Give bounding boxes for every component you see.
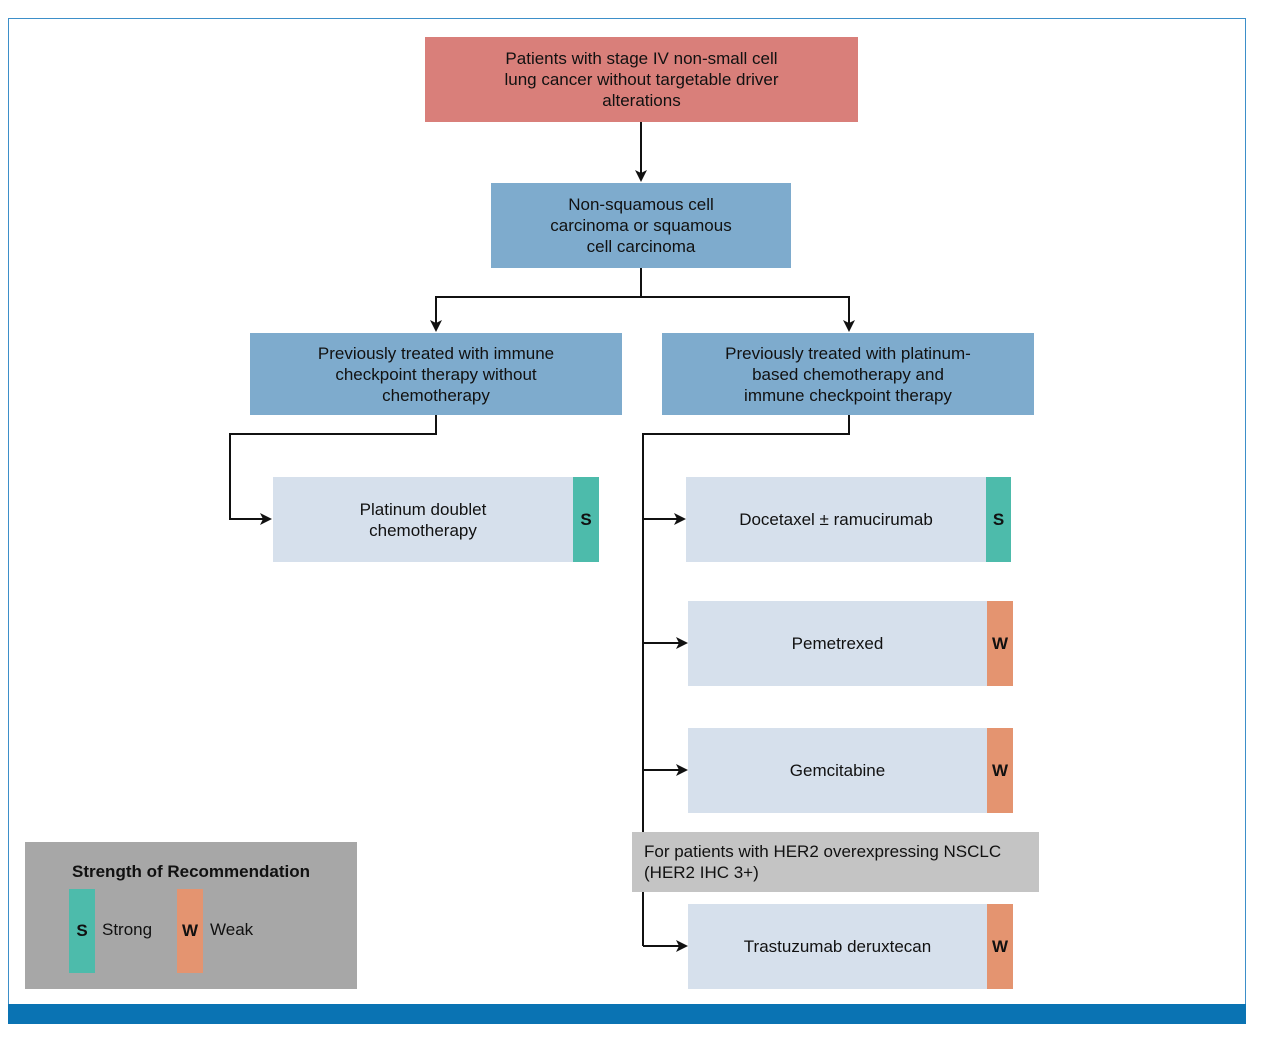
her2-note-label: For patients with HER2 overexpressing NS… xyxy=(644,842,1002,882)
treatment-label: Pemetrexed xyxy=(791,634,884,653)
left-branch-node: Previously treated with immune checkpoin… xyxy=(250,333,622,415)
histology-node-label: Non-squamous cell carcinoma or squamous … xyxy=(550,195,732,256)
treatment-gemcitabine: Gemcitabine xyxy=(688,728,987,813)
arrow-to-platinum-doublet xyxy=(229,415,437,525)
treatment-label: Trastuzumab deruxtecan xyxy=(743,937,932,956)
histology-node: Non-squamous cell carcinoma or squamous … xyxy=(491,183,791,268)
legend-strong-label: Strong xyxy=(102,920,153,939)
root-node-label: Patients with stage IV non-small cell lu… xyxy=(504,49,779,110)
legend-weak-swatch: W xyxy=(177,889,203,973)
right-branch-label: Previously treated with platinum- based … xyxy=(725,343,971,405)
her2-note: For patients with HER2 overexpressing NS… xyxy=(632,832,1039,892)
legend: Strength of Recommendation S Strong W We… xyxy=(25,842,357,989)
legend-strong-swatch: S xyxy=(69,889,95,973)
treatment-platinum-doublet: Platinum doublet chemotherapy xyxy=(273,477,573,562)
treatment-label: Platinum doublet chemotherapy xyxy=(359,499,487,540)
left-branch-label: Previously treated with immune checkpoin… xyxy=(317,343,555,405)
figure-frame xyxy=(8,18,1246,1004)
strength-badge-strong: S xyxy=(573,477,599,562)
strength-badge-weak: W xyxy=(987,904,1013,989)
strength-badge-weak: W xyxy=(987,601,1013,686)
treatment-label: Gemcitabine xyxy=(789,761,886,780)
bottom-accent-bar xyxy=(8,1004,1246,1024)
treatment-trastuzumab-deruxtecan: Trastuzumab deruxtecan xyxy=(688,904,987,989)
treatment-pemetrexed: Pemetrexed xyxy=(688,601,987,686)
arrow-to-left-branch xyxy=(430,268,642,332)
treatment-label: Docetaxel ± ramucirumab xyxy=(739,510,933,529)
strength-badge-weak: W xyxy=(987,728,1013,813)
legend-title: Strength of Recommendation xyxy=(71,862,310,881)
right-trunk-line xyxy=(642,415,850,946)
right-branch-node: Previously treated with platinum- based … xyxy=(662,333,1034,415)
legend-weak-label: Weak xyxy=(210,920,254,939)
root-node: Patients with stage IV non-small cell lu… xyxy=(425,37,858,122)
arrow-to-right-branch xyxy=(641,296,855,332)
treatment-docetaxel: Docetaxel ± ramucirumab xyxy=(686,477,986,562)
strength-badge-strong: S xyxy=(986,477,1011,562)
